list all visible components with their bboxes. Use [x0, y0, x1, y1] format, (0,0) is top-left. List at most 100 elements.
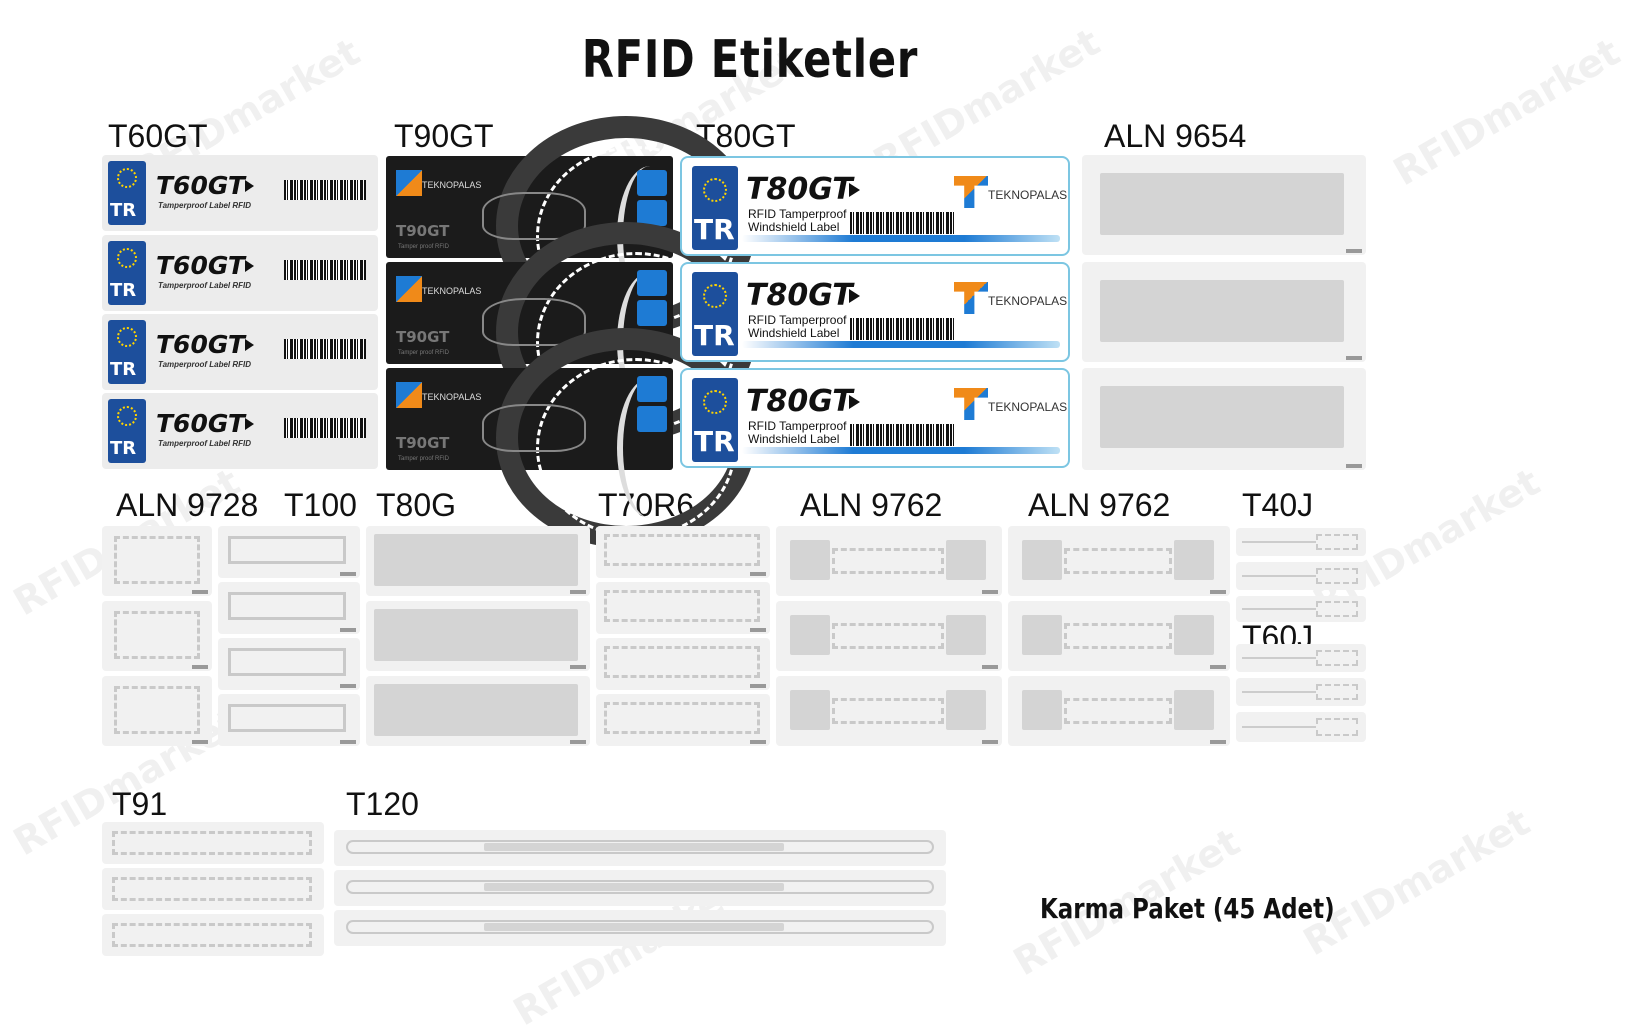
barcode-icon	[284, 180, 366, 200]
t60j-inlay	[1236, 678, 1366, 706]
barcode-icon	[284, 339, 366, 359]
watermark: RFIDmarket	[1385, 29, 1627, 195]
t40j-inlay	[1236, 596, 1366, 622]
aln9762-inlay	[776, 601, 1002, 671]
watermark: RFIDmarket	[1295, 799, 1538, 965]
group-label-t40j: T40J	[1242, 487, 1314, 523]
eu-flag-icon: TR	[692, 166, 738, 250]
aln9654-inlay	[1082, 262, 1366, 362]
t100-inlay	[218, 526, 360, 578]
car-icon	[482, 404, 586, 452]
label-name: T90GT	[396, 222, 450, 240]
aln9728-inlay	[102, 676, 212, 746]
car-front-icon	[637, 406, 667, 432]
aln9654-inlay	[1082, 155, 1366, 255]
group-label-t60gt: T60GT	[108, 118, 208, 154]
car-icon	[482, 298, 586, 346]
t60gt-label: TR T60GT Tamperproof Label RFID	[102, 393, 378, 469]
brand-name: TEKNOPALAS	[422, 392, 482, 402]
highway-icon	[637, 376, 667, 402]
t60gt-label: TR T60GT Tamperproof Label RFID	[102, 235, 378, 311]
car-icon	[482, 192, 586, 240]
play-icon	[245, 260, 254, 272]
package-caption: Karma Paket (45 Adet)	[1040, 892, 1335, 925]
eu-flag-icon: TR	[692, 378, 738, 462]
t70r6-inlay	[596, 582, 770, 634]
group-label-t91: T91	[112, 786, 168, 822]
t100-inlay	[218, 638, 360, 690]
t40j-inlay	[1236, 562, 1366, 590]
t80g-inlay	[366, 601, 590, 671]
label-subtitle: Tamper proof RFID	[398, 244, 450, 250]
group-label-aln9728: ALN 9728	[116, 487, 259, 523]
play-icon	[849, 395, 860, 409]
aln9762-inlay	[1008, 601, 1230, 671]
label-name: T60GT	[156, 171, 245, 200]
t70r6-inlay	[596, 526, 770, 578]
label-subtitle: Tamperproof Label RFID	[158, 281, 252, 290]
play-icon	[849, 289, 860, 303]
car-front-icon	[637, 300, 667, 326]
t90gt-label: TEKNOPALAS T90GT Tamper proof RFID	[386, 328, 756, 548]
highway-icon	[637, 270, 667, 296]
car-front-icon	[637, 200, 667, 226]
label-name: T80GT	[746, 278, 853, 313]
group-label-t120: T120	[346, 786, 419, 822]
brand-name: TEKNOPALAS	[988, 400, 1068, 414]
label-name: T90GT	[396, 328, 450, 346]
teknopalas-logo-icon	[396, 276, 422, 302]
t60gt-label: TR T60GT Tamperproof Label RFID	[102, 314, 378, 390]
t80g-inlay	[366, 676, 590, 746]
t80g-inlay	[366, 526, 590, 596]
play-icon	[245, 339, 254, 351]
aln9728-inlay	[102, 601, 212, 671]
group-label-aln9762: ALN 9762	[1028, 487, 1171, 523]
label-name: T60GT	[156, 251, 245, 280]
aln9762-inlay	[776, 676, 1002, 746]
t91-inlay	[102, 914, 324, 956]
play-icon	[245, 180, 254, 192]
t91-inlay	[102, 822, 324, 864]
barcode-icon	[850, 318, 956, 340]
t120-inlay	[334, 870, 946, 906]
page-title: RFID Etiketler	[581, 30, 919, 90]
label-name: T60GT	[156, 409, 245, 438]
teknopalas-logo-icon	[396, 170, 422, 196]
t120-inlay	[334, 830, 946, 866]
t70r6-inlay	[596, 694, 770, 746]
aln9762-inlay	[1008, 676, 1230, 746]
barcode-icon	[284, 418, 366, 438]
barcode-icon	[284, 260, 366, 280]
brand-name: TEKNOPALAS	[422, 286, 482, 296]
group-label-aln9654: ALN 9654	[1104, 118, 1247, 154]
label-name: T80GT	[746, 172, 853, 207]
label-name: T90GT	[396, 434, 450, 452]
eu-flag-icon: TR	[108, 320, 146, 384]
group-label-aln9762: ALN 9762	[800, 487, 943, 523]
brand-name: TEKNOPALAS	[988, 294, 1068, 308]
group-label-t90gt: T90GT	[394, 118, 494, 154]
label-name: T80GT	[746, 384, 853, 419]
t100-inlay	[218, 694, 360, 746]
label-subtitle: Tamper proof RFID	[398, 456, 450, 462]
group-label-t80g: T80G	[376, 487, 457, 523]
play-icon	[245, 418, 254, 430]
t70r6-inlay	[596, 638, 770, 690]
t120-inlay	[334, 910, 946, 946]
label-subtitle: Tamperproof Label RFID	[158, 201, 252, 210]
play-icon	[849, 183, 860, 197]
brand-name: TEKNOPALAS	[422, 180, 482, 190]
t100-inlay	[218, 582, 360, 634]
t60j-inlay	[1236, 644, 1366, 672]
group-label-t100: T100	[284, 487, 357, 523]
eu-flag-icon: TR	[108, 161, 146, 225]
teknopalas-logo-icon	[954, 282, 988, 314]
highway-icon	[637, 170, 667, 196]
label-subtitle: Tamperproof Label RFID	[158, 439, 252, 448]
brand-name: TEKNOPALAS	[988, 188, 1068, 202]
eu-flag-icon: TR	[108, 399, 146, 463]
